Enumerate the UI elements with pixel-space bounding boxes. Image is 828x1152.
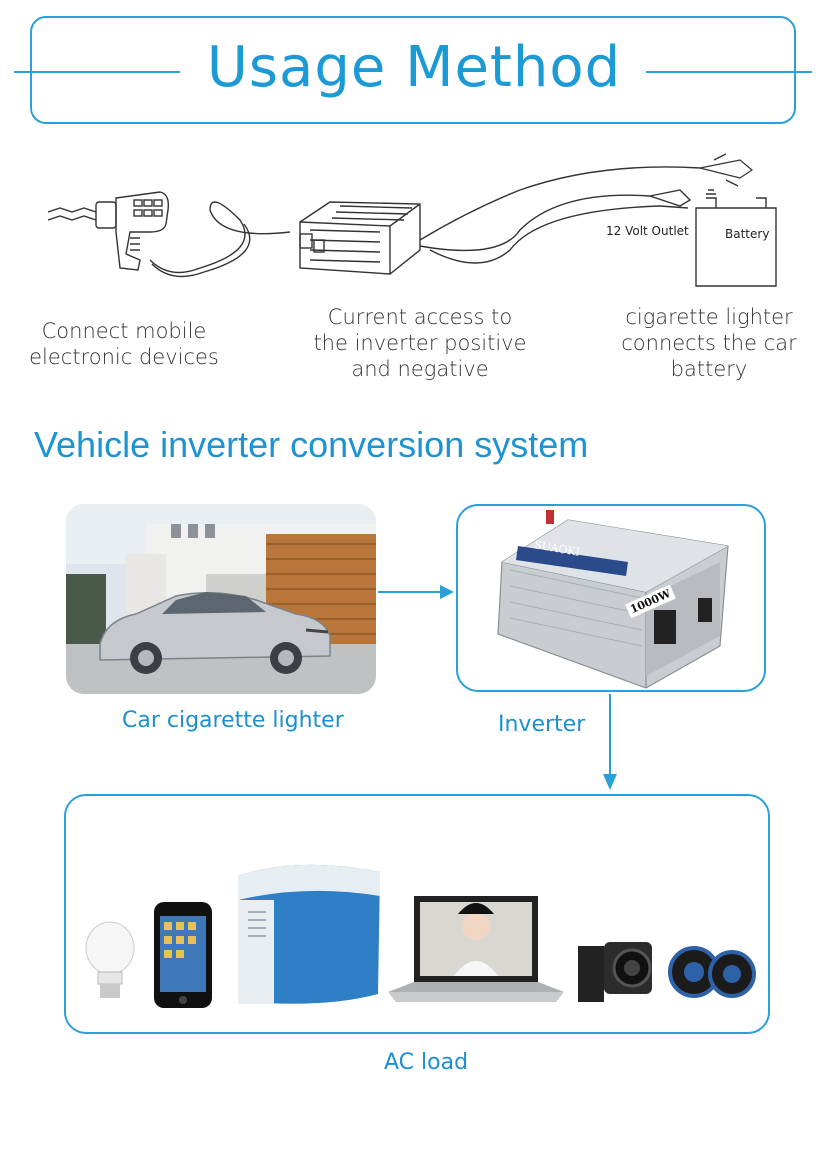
- ac-load-label: AC load: [384, 1050, 469, 1075]
- inverter-label: Inverter: [498, 712, 586, 737]
- caption-cigarette-lighter: cigarette lighter connects the car batte…: [621, 305, 797, 381]
- drill-icon: [47, 191, 170, 271]
- section-title: Vehicle inverter conversion system: [34, 424, 589, 465]
- speaker-icon: [668, 946, 756, 998]
- inverter-icon: [299, 201, 421, 275]
- bulb-icon: [85, 921, 135, 998]
- camera-icon: [578, 942, 652, 1002]
- ac-load-frame: [64, 794, 770, 1034]
- arrow-car-to-inverter: [378, 585, 454, 599]
- cooler-icon: [238, 864, 380, 1004]
- car-photo: [66, 504, 376, 694]
- page-title: Usage Method: [206, 35, 622, 100]
- outlet-label: 12 Volt Outlet: [606, 224, 689, 238]
- usage-illustration: [47, 153, 777, 287]
- header-rule-right: [646, 71, 812, 73]
- ac-load-devices: [85, 864, 756, 1008]
- battery-label: Battery: [725, 227, 770, 241]
- caption-current-access: Current access to the inverter positive …: [313, 305, 527, 381]
- laptop-icon: [388, 896, 564, 1002]
- caption-connect-devices: Connect mobile electronic devices: [29, 319, 219, 369]
- battery-icon: [695, 189, 777, 287]
- inverter-frame: SUAOKI 1000W: [456, 504, 766, 692]
- car-label: Car cigarette lighter: [122, 708, 344, 733]
- inverter-photo: [497, 510, 729, 689]
- arrow-inverter-to-load: [603, 694, 617, 790]
- phone-icon: [154, 902, 212, 1008]
- header-rule-left: [14, 71, 180, 73]
- header-frame: [30, 16, 796, 124]
